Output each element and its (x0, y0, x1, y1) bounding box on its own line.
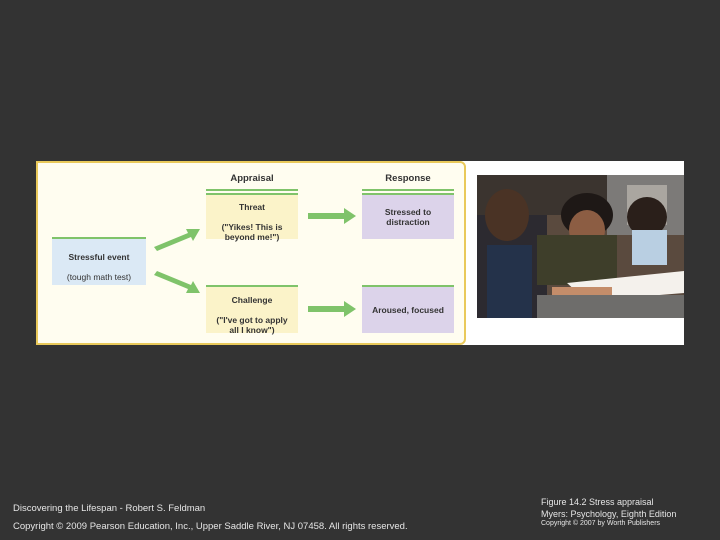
stressed-to-distraction-box: Stressed to distraction (362, 193, 454, 239)
response-header: Response (385, 173, 431, 184)
threat-title: Threat (239, 202, 265, 212)
stressful-event-title: Stressful event (68, 252, 130, 262)
figure-source: Myers: Psychology, Eighth Edition (541, 509, 677, 519)
diagram-panel: Appraisal Response Stressful event (toug… (36, 161, 466, 345)
stress-appraisal-figure: Appraisal Response Stressful event (toug… (36, 161, 684, 345)
arrow-to-challenge (154, 271, 200, 293)
arrow-to-threat (154, 229, 200, 251)
threat-detail: ("Yikes! This is beyond me!") (221, 222, 283, 242)
diagram-arrows (154, 208, 356, 317)
figure-copyright: Copyright © 2007 by Worth Publishers (541, 520, 661, 527)
students-test-photo (477, 175, 684, 318)
figure-caption: Figure 14.2 Stress appraisal (541, 497, 654, 507)
copyright-notice: Copyright © 2009 Pearson Education, Inc.… (13, 521, 408, 532)
appraisal-header-rule (206, 189, 298, 191)
stressful-event-detail: (tough math test) (66, 272, 132, 282)
book-title: Discovering the Lifespan - Robert S. Fel… (13, 503, 206, 514)
challenge-box: Challenge ("I've got to apply all I know… (206, 285, 298, 335)
appraisal-header: Appraisal (230, 173, 274, 184)
arrow-to-aroused (308, 301, 356, 317)
challenge-title: Challenge (231, 295, 273, 305)
challenge-detail: ("I've got to apply all I know") (216, 315, 288, 335)
stressful-event-box: Stressful event (tough math test) (52, 237, 146, 285)
response-header-rule (362, 189, 454, 191)
aroused-focused-box: Aroused, focused (362, 285, 454, 333)
threat-box: Threat ("Yikes! This is beyond me!") (206, 193, 298, 242)
arrow-to-stressed (308, 208, 356, 224)
